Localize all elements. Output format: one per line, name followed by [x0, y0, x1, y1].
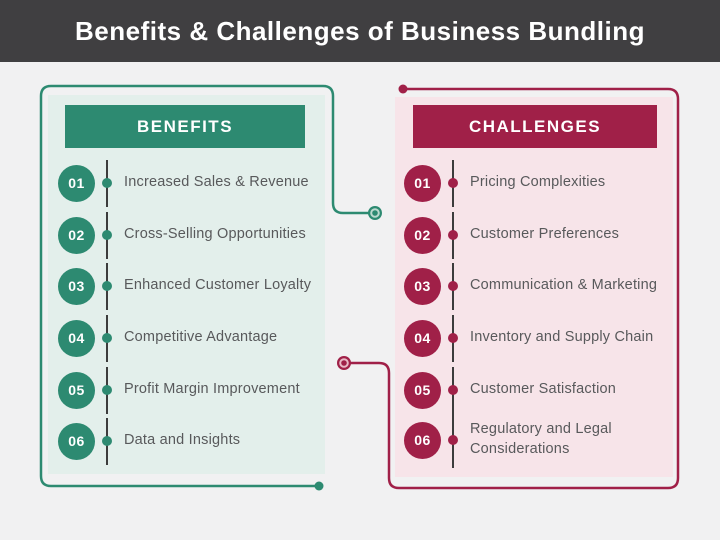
timeline-tick	[102, 314, 112, 362]
benefits-item-6: 06 Data and Insights	[58, 417, 319, 465]
challenges-item-4: 04 Inventory and Supply Chain	[404, 314, 670, 362]
timeline-dot-icon	[448, 385, 458, 395]
timeline-dot-icon	[102, 436, 112, 446]
item-number-badge: 04	[58, 319, 95, 357]
benefits-item-2: 02 Cross-Selling Opportunities	[58, 211, 319, 259]
timeline-tick	[448, 314, 458, 362]
timeline-dot-icon	[448, 178, 458, 188]
timeline-tick	[102, 262, 112, 310]
challenges-item-6: 06 Regulatory and Legal Considerations	[404, 412, 670, 468]
item-number-badge: 03	[58, 267, 95, 305]
benefits-item-1: 01 Increased Sales & Revenue	[58, 159, 319, 207]
timeline-dot-icon	[102, 230, 112, 240]
benefits-item-3: 03 Enhanced Customer Loyalty	[58, 262, 319, 310]
timeline-tick	[102, 159, 112, 207]
item-label: Regulatory and Legal Considerations	[470, 421, 612, 457]
item-label: Customer Preferences	[470, 226, 620, 243]
timeline-tick	[448, 159, 458, 207]
benefits-item-4: 04 Competitive Advantage	[58, 314, 319, 362]
timeline-tick	[102, 417, 112, 465]
timeline-dot-icon	[102, 178, 112, 188]
timeline-dot-icon	[448, 230, 458, 240]
item-label: Communication & Marketing	[470, 277, 658, 294]
challenges-ring-marker	[337, 356, 351, 370]
item-number-badge: 05	[58, 371, 95, 409]
timeline-tick	[448, 262, 458, 310]
item-number-badge: 02	[404, 216, 441, 254]
item-label: Increased Sales & Revenue	[124, 174, 309, 191]
timeline-tick	[102, 366, 112, 414]
timeline-dot-icon	[102, 333, 112, 343]
item-label: Cross-Selling Opportunities	[124, 226, 306, 243]
benefits-ring-marker	[368, 206, 382, 220]
timeline-tick	[448, 211, 458, 259]
item-number-badge: 01	[404, 164, 441, 202]
challenges-item-3: 03 Communication & Marketing	[404, 262, 670, 310]
benefits-end-dot	[314, 481, 324, 491]
timeline-tick	[102, 211, 112, 259]
challenges-end-dot	[398, 84, 408, 94]
item-label: Competitive Advantage	[124, 329, 278, 346]
page-title: Benefits & Challenges of Business Bundli…	[75, 15, 645, 46]
timeline-dot-icon	[448, 435, 458, 445]
timeline-tick	[448, 366, 458, 414]
item-number-badge: 01	[58, 164, 95, 202]
item-label: Enhanced Customer Loyalty	[124, 277, 312, 294]
challenges-ring-inner	[339, 358, 349, 368]
benefits-heading: BENEFITS	[65, 105, 305, 148]
challenges-item-5: 05 Customer Satisfaction	[404, 366, 670, 414]
title-bar: Benefits & Challenges of Business Bundli…	[0, 0, 720, 62]
timeline-dot-icon	[448, 333, 458, 343]
timeline-dot-icon	[102, 281, 112, 291]
item-number-badge: 03	[404, 267, 441, 305]
timeline-dot-icon	[448, 281, 458, 291]
timeline-tick	[448, 412, 458, 468]
challenges-item-2: 02 Customer Preferences	[404, 211, 670, 259]
item-label: Profit Margin Improvement	[124, 381, 300, 398]
challenges-heading: CHALLENGES	[413, 105, 657, 148]
item-number-badge: 06	[404, 421, 441, 459]
item-label: Inventory and Supply Chain	[470, 329, 654, 346]
item-label: Pricing Complexities	[470, 174, 606, 191]
item-number-badge: 02	[58, 216, 95, 254]
item-number-badge: 05	[404, 371, 441, 409]
benefits-ring-inner	[370, 208, 380, 218]
item-label: Data and Insights	[124, 432, 241, 449]
timeline-dot-icon	[102, 385, 112, 395]
item-number-badge: 04	[404, 319, 441, 357]
item-label: Customer Satisfaction	[470, 381, 617, 398]
item-number-badge: 06	[58, 422, 95, 460]
challenges-item-1: 01 Pricing Complexities	[404, 159, 670, 207]
benefits-item-5: 05 Profit Margin Improvement	[58, 366, 319, 414]
